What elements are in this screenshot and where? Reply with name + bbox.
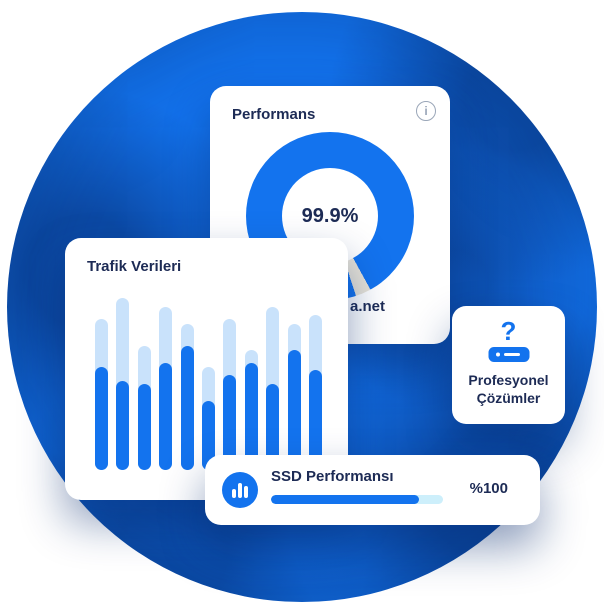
traffic-bar	[244, 298, 258, 470]
ssd-card: SSD Performansı %100	[205, 455, 540, 525]
ssd-card-title: SSD Performansı	[271, 468, 394, 485]
ssd-progress-value: %100	[469, 480, 508, 497]
traffic-bar	[201, 298, 215, 470]
router-icon	[488, 346, 530, 363]
solutions-label-line2: Çözümler	[476, 389, 541, 406]
traffic-bar	[159, 298, 173, 470]
traffic-bar	[116, 298, 130, 470]
traffic-bar	[287, 298, 301, 470]
solutions-label-line1: Profesyonel	[468, 372, 549, 388]
traffic-bar-chart	[95, 298, 322, 470]
traffic-card-title: Trafik Verileri	[87, 258, 182, 275]
performance-card-title: Performans	[232, 106, 316, 123]
ssd-progress-track	[271, 495, 443, 504]
traffic-bar	[266, 298, 280, 470]
traffic-bar	[95, 298, 108, 470]
info-icon[interactable]: i	[416, 101, 436, 121]
traffic-bar	[308, 298, 322, 470]
bar-chart-icon	[222, 472, 258, 508]
performance-card: Performans i 99.9% a.net	[210, 86, 450, 344]
traffic-bar	[180, 298, 194, 470]
solutions-card: ? Profesyonel Çözümler	[452, 306, 565, 424]
domain-text: a.net	[350, 298, 386, 315]
traffic-bar	[137, 298, 151, 470]
question-mark-icon: ?	[500, 316, 517, 346]
traffic-bar	[223, 298, 237, 470]
ssd-progress-fill	[271, 495, 419, 504]
solutions-label: Profesyonel Çözümler	[468, 372, 548, 407]
